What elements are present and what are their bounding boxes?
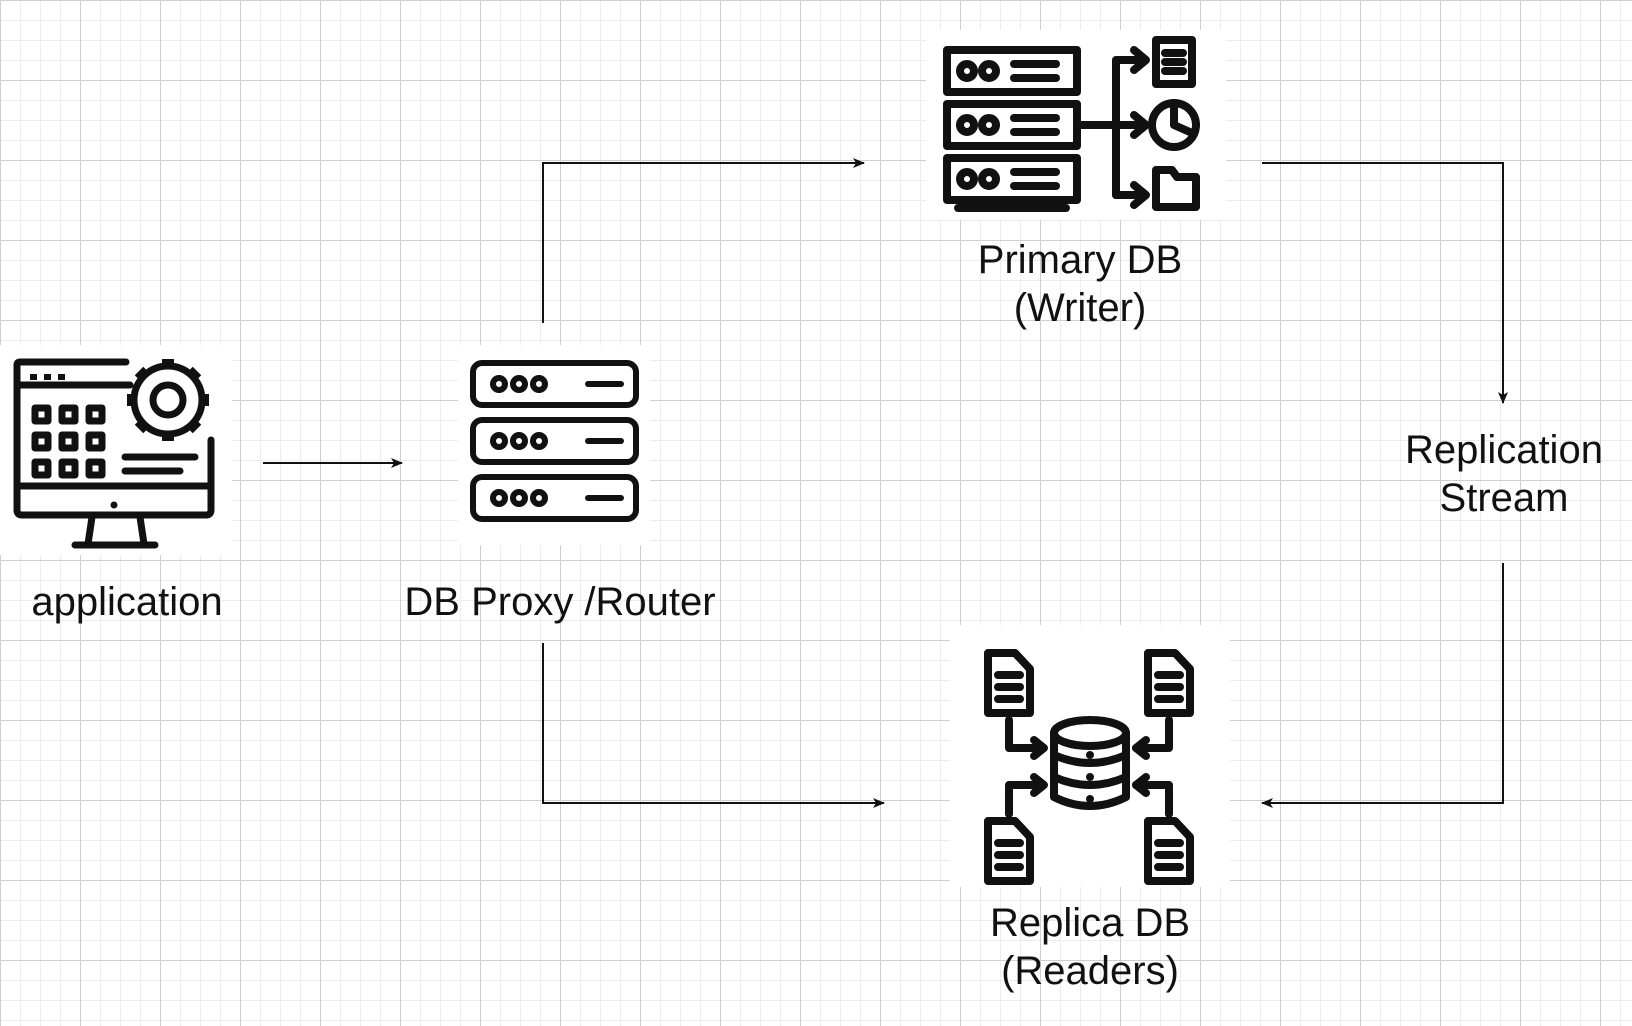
primary-db-node[interactable] bbox=[926, 30, 1226, 220]
edge-proxy-to-replica[interactable] bbox=[542, 643, 885, 808]
primary-db-label-line2: (Writer) bbox=[1013, 286, 1147, 330]
application-node[interactable] bbox=[0, 345, 232, 555]
edge-replication-to-replica[interactable] bbox=[1261, 563, 1504, 808]
proxy-node[interactable] bbox=[458, 345, 650, 545]
replication-label-line2: Stream bbox=[1439, 476, 1569, 520]
database-server-distribution-icon bbox=[943, 36, 1200, 212]
proxy-label: DB Proxy /Router bbox=[400, 578, 720, 626]
database-documents-icon bbox=[984, 649, 1194, 885]
server-rack-icon bbox=[470, 360, 639, 522]
replica-db-node[interactable] bbox=[950, 625, 1230, 887]
monitor-settings-icon bbox=[13, 358, 215, 549]
edge-proxy-to-primary[interactable] bbox=[542, 158, 865, 323]
replica-db-label: Replica DB (Readers) bbox=[930, 899, 1250, 995]
replication-label-line1: Replication bbox=[1405, 428, 1603, 472]
proxy-label-text: DB Proxy /Router bbox=[404, 580, 716, 624]
replication-stream-label[interactable]: Replication Stream bbox=[1362, 426, 1632, 522]
primary-db-label-line1: Primary DB bbox=[977, 238, 1183, 282]
replica-db-label-line2: (Readers) bbox=[1001, 949, 1179, 993]
application-label: application bbox=[0, 578, 254, 626]
primary-db-label: Primary DB (Writer) bbox=[920, 236, 1240, 332]
application-label-text: application bbox=[31, 580, 223, 624]
edge-primary-to-replication[interactable] bbox=[1262, 162, 1508, 404]
replica-db-label-line1: Replica DB bbox=[989, 901, 1191, 945]
